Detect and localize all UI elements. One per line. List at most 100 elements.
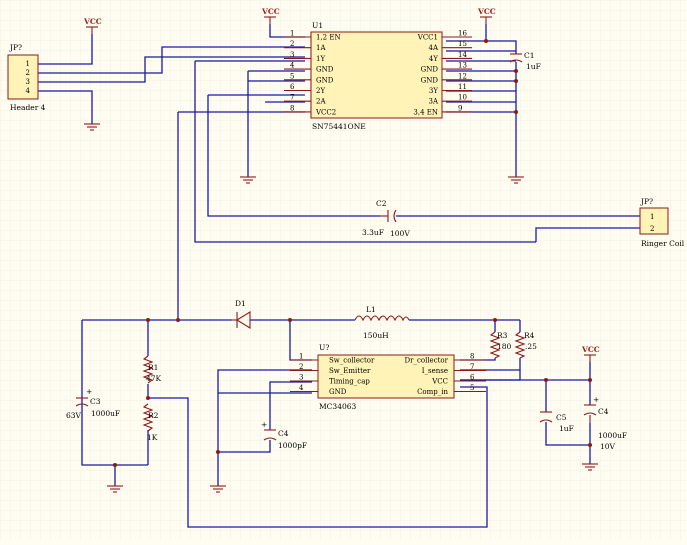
r2-designator: R2 [148, 411, 159, 420]
c5-value: 1uF [559, 424, 574, 433]
u7-pin-name: Sw_collector [329, 357, 375, 365]
u7-pin-number: 3 [299, 374, 303, 382]
u7-pin-number: 2 [299, 363, 303, 371]
u1-pin-number: 13 [458, 62, 467, 70]
c1-designator: C1 [524, 51, 535, 60]
ringer-pin-1: 1 [650, 213, 654, 221]
c3-polarity: + [86, 387, 92, 396]
capacitor-c5[interactable]: C5 1uF [539, 411, 574, 433]
ground-symbol [582, 463, 598, 471]
u1-pin-name: 3Y [429, 87, 438, 95]
c4b-designator: C4 [598, 407, 609, 416]
header-pin-3: 3 [26, 78, 30, 86]
ringer-pin-2: 2 [650, 225, 654, 233]
capacitor-c2[interactable]: C2 3.3uF 100V [362, 199, 410, 238]
vcc-label: VCC [261, 7, 280, 16]
capacitor-c4-timing[interactable]: + C4 1000pF [261, 420, 307, 450]
u1-pin-number: 9 [458, 104, 462, 112]
ringer-coil-connector[interactable]: JP? Ringer Coil 1 2 [639, 197, 685, 248]
vcc-label: VCC [477, 7, 496, 16]
u1-pin-number: 2 [290, 40, 294, 48]
c2-designator: C2 [376, 199, 387, 208]
vcc-label: VCC [581, 345, 600, 354]
capacitor-c1[interactable]: C1 1uF [509, 51, 541, 71]
capacitor-c4-output[interactable]: + C4 1000uF 10V [583, 395, 627, 451]
u1-pin-name: GND [421, 66, 439, 74]
c3-designator: C3 [90, 397, 101, 406]
u1-designator: U1 [312, 21, 323, 30]
ringer-designator: JP? [640, 197, 653, 206]
c5-designator: C5 [556, 413, 567, 422]
vcc-symbol-header: VCC [83, 17, 102, 34]
u1-pin-name: GND [421, 76, 439, 84]
u1-pin-number: 16 [458, 30, 467, 38]
c4a-value: 1000pF [278, 441, 307, 450]
d1-designator: D1 [235, 299, 246, 308]
r4-designator: R4 [524, 331, 535, 340]
u7-part-number: MC34063 [319, 402, 357, 411]
r1-value: 47K [146, 374, 162, 383]
capacitor-c3[interactable]: + C3 63V 1000uF [66, 387, 120, 420]
vcc-symbol-u1-en: VCC [261, 7, 280, 24]
header-4-connector[interactable]: JP? Header 4 1 2 3 4 [7, 43, 46, 112]
header-name: Header 4 [10, 103, 46, 112]
c4b-polarity: + [593, 395, 599, 404]
resistor-r1[interactable]: R1 47K [142, 355, 162, 384]
u1-pin-number: 8 [290, 104, 294, 112]
inductor-l1[interactable]: L1 150uH [354, 305, 410, 340]
u1-pin-name: 3,4 EN [413, 108, 438, 116]
ringer-name: Ringer Coil [641, 239, 685, 248]
u7-pin-name: I_sense [422, 367, 448, 375]
vcc-symbol-output: VCC [581, 345, 600, 362]
resistor-r4[interactable]: R4 .25 [514, 331, 537, 359]
vcc-label: VCC [83, 17, 102, 26]
u7-pin-number: 4 [299, 384, 304, 392]
u1-pin-name: 1A [316, 44, 326, 52]
c1-value: 1uF [526, 62, 541, 71]
u7-pin-number: 8 [470, 353, 474, 361]
ground-symbol [84, 123, 100, 131]
u7-pin-number: 7 [470, 363, 474, 371]
u1-pin-number: 10 [458, 94, 467, 102]
u1-pin-number: 12 [458, 72, 467, 80]
u7-pin-number: 1 [299, 353, 303, 361]
u1-pin-number: 7 [290, 94, 294, 102]
header-pin-1: 1 [26, 60, 30, 68]
header-pin-4: 4 [26, 87, 31, 95]
wires [38, 24, 640, 528]
c3-voltage: 63V [66, 411, 82, 420]
u1-part-number: SN75441ONE [312, 122, 366, 131]
r4-value: .25 [525, 342, 537, 351]
u1-pin-number: 15 [458, 40, 467, 48]
c2-voltage: 100V [390, 229, 410, 238]
u7-designator: U? [319, 343, 329, 352]
resistor-r3[interactable]: R3 180 [489, 331, 512, 359]
u1-pin-number: 14 [458, 51, 467, 59]
r1-designator: R1 [148, 363, 158, 372]
c2-value: 3.3uF [362, 228, 384, 237]
u1-pin-number: 6 [290, 83, 295, 91]
u1-pin-number: 3 [290, 51, 294, 59]
u7-pin-name: Comp_in [417, 388, 448, 396]
u1-pin-name: VCC1 [417, 34, 438, 42]
u7-pin-name: Timing_cap [329, 378, 370, 386]
u1-pin-name: 1Y [316, 55, 325, 63]
ground-symbol [508, 176, 524, 184]
u1-pin-number: 5 [290, 72, 294, 80]
u7-pin-name: GND [329, 388, 347, 396]
diode-d1[interactable]: D1 [232, 299, 251, 329]
c3-value: 1000uF [91, 409, 120, 418]
u1-pin-name: GND [316, 66, 334, 74]
u1-pin-name: GND [316, 76, 334, 84]
ground-symbol [210, 485, 226, 493]
l1-value: 150uH [363, 331, 389, 340]
u1-pin-name: 4Y [429, 55, 438, 63]
resistor-r2[interactable]: R2 1K [142, 403, 159, 442]
r2-value: 1K [147, 433, 158, 442]
